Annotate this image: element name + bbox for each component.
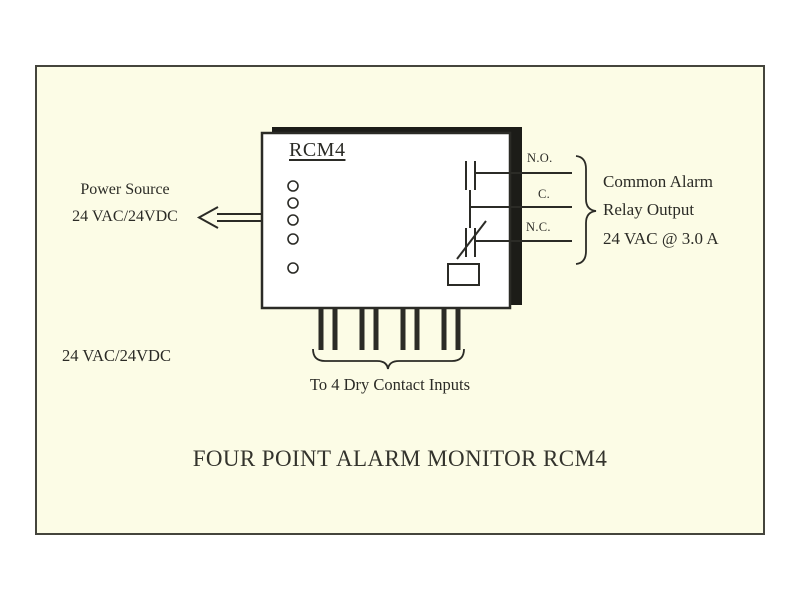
led-indicator bbox=[287, 262, 299, 274]
input-pins bbox=[318, 309, 461, 350]
relay-component-block bbox=[447, 263, 480, 286]
nc-terminal-label: N.C. bbox=[526, 220, 551, 234]
diagram-title: FOUR POINT ALARM MONITOR RCM4 bbox=[192, 446, 608, 471]
nc-slash bbox=[456, 220, 487, 260]
output-brace bbox=[575, 155, 597, 265]
led-indicator bbox=[287, 214, 299, 226]
arrowhead bbox=[196, 206, 219, 229]
led-indicator bbox=[287, 180, 299, 192]
power-voltage-label: 24 VAC/24VDC bbox=[72, 208, 178, 225]
pins-underbrace bbox=[312, 348, 465, 370]
power-arrow bbox=[196, 206, 262, 229]
relay-output-line3: 24 VAC @ 3.0 A bbox=[603, 229, 719, 248]
led-indicator bbox=[287, 197, 299, 209]
led-indicator-column bbox=[287, 180, 299, 274]
bottom-supply-label: 24 VAC/24VDC bbox=[62, 346, 171, 365]
relay-output-line1: Common Alarm bbox=[603, 172, 714, 191]
dry-contact-inputs-label: To 4 Dry Contact Inputs bbox=[309, 375, 471, 394]
relay-contact-symbol bbox=[456, 161, 572, 260]
device-label: RCM4 bbox=[289, 139, 346, 161]
no-terminal-label: N.O. bbox=[527, 151, 553, 165]
power-source-label: Power Source bbox=[80, 181, 170, 198]
led-indicator bbox=[287, 233, 299, 245]
relay-output-line2: Relay Output bbox=[603, 200, 695, 219]
c-terminal-label: C. bbox=[538, 187, 551, 201]
